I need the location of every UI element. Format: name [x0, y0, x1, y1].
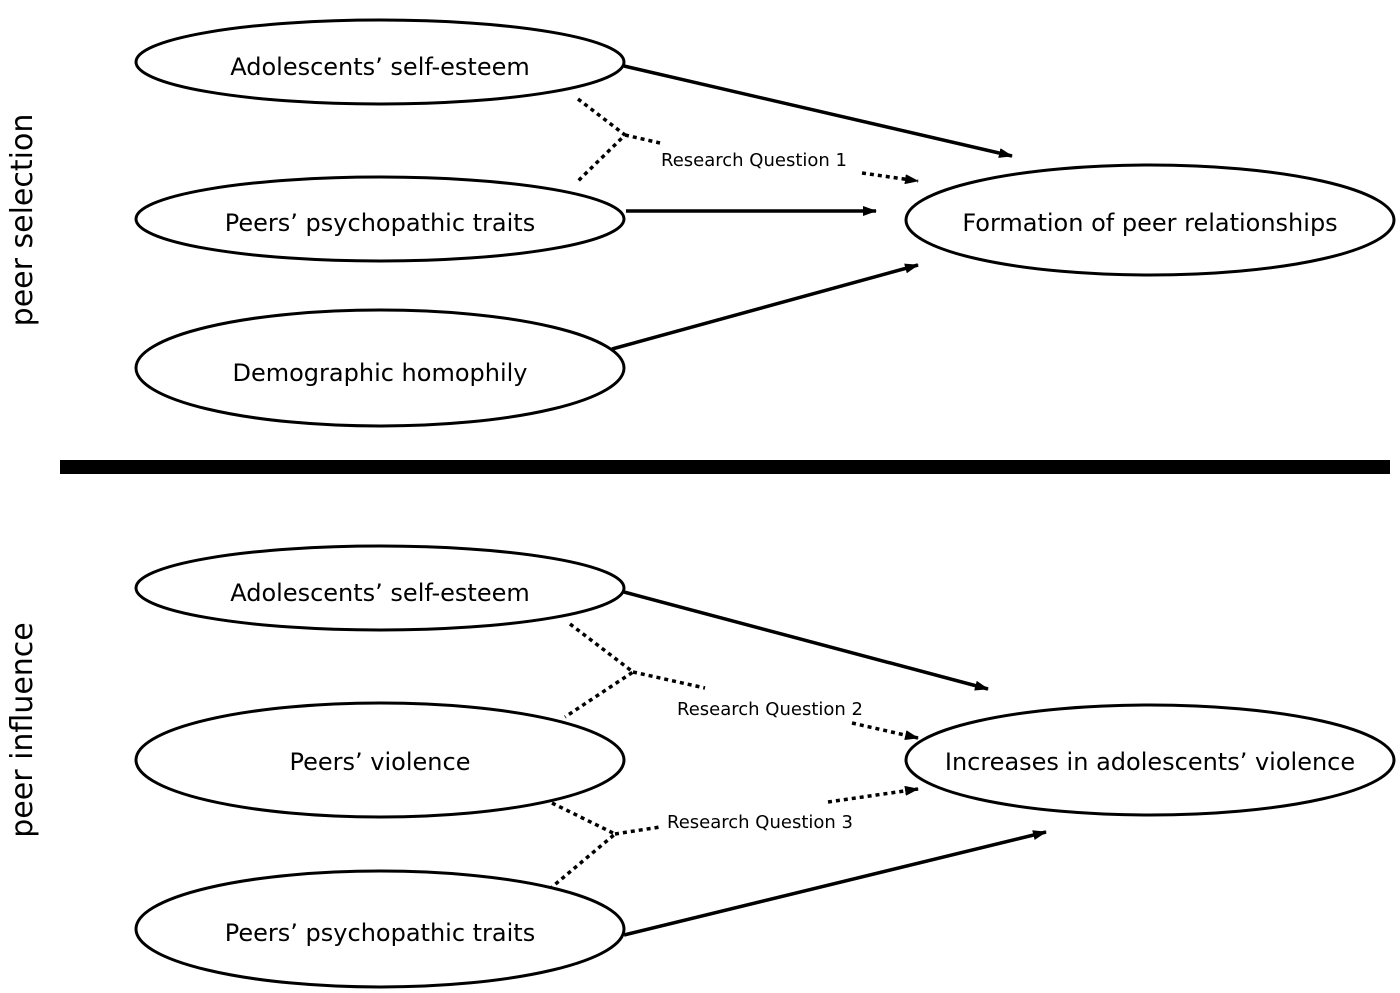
rq1-dotted-link-upper	[624, 133, 661, 145]
node-influence-peers-violence: Peers’ violence	[134, 701, 626, 819]
node-label: Increases in adolescents’ violence	[945, 748, 1355, 776]
rq2-moderation-bracket	[564, 622, 637, 719]
node-label: Demographic homophily	[233, 359, 528, 387]
node-selection-self-esteem: Adolescents’ self-esteem	[134, 18, 626, 106]
arrow-homophily-to-formation	[611, 263, 919, 351]
node-selection-demographic-homophily: Demographic homophily	[134, 308, 626, 428]
node-influence-psychopathic-traits: Peers’ psychopathic traits	[134, 869, 626, 989]
node-label: Formation of peer relationships	[962, 209, 1337, 237]
node-selection-formation-of-peer-relationships: Formation of peer relationships	[904, 163, 1396, 277]
node-label: Peers’ psychopathic traits	[225, 209, 535, 237]
research-question-3-label: Research Question 3	[667, 812, 853, 833]
rq2-dotted-arrow	[851, 721, 919, 740]
research-question-1-label: Research Question 1	[661, 150, 847, 171]
node-label: Adolescents’ self-esteem	[230, 53, 530, 81]
node-label: Peers’ violence	[290, 748, 471, 776]
arrow-self-esteem-to-formation	[623, 64, 1013, 158]
side-label-peer-influence: peer influence	[5, 622, 40, 838]
node-label: Adolescents’ self-esteem	[230, 579, 530, 607]
research-question-2-label: Research Question 2	[677, 699, 863, 720]
rq1-dotted-arrow	[861, 171, 919, 185]
node-influence-increases-in-violence: Increases in adolescents’ violence	[904, 703, 1396, 817]
node-influence-self-esteem: Adolescents’ self-esteem	[134, 544, 626, 632]
rq3-dotted-arrow	[827, 785, 919, 804]
side-label-peer-selection: peer selection	[5, 114, 40, 327]
rq3-moderation-bracket	[550, 801, 619, 889]
arrow-self-esteem-to-violence-increase	[623, 590, 989, 691]
rq2-dotted-link	[632, 670, 706, 690]
arrow-psychopathic-to-violence-increase	[623, 830, 1047, 937]
node-label: Peers’ psychopathic traits	[225, 919, 535, 947]
section-divider	[60, 460, 1390, 474]
rq3-dotted-link	[614, 825, 661, 836]
rq1-moderation-bracket	[576, 97, 628, 183]
node-selection-psychopathic-traits: Peers’ psychopathic traits	[134, 175, 626, 263]
